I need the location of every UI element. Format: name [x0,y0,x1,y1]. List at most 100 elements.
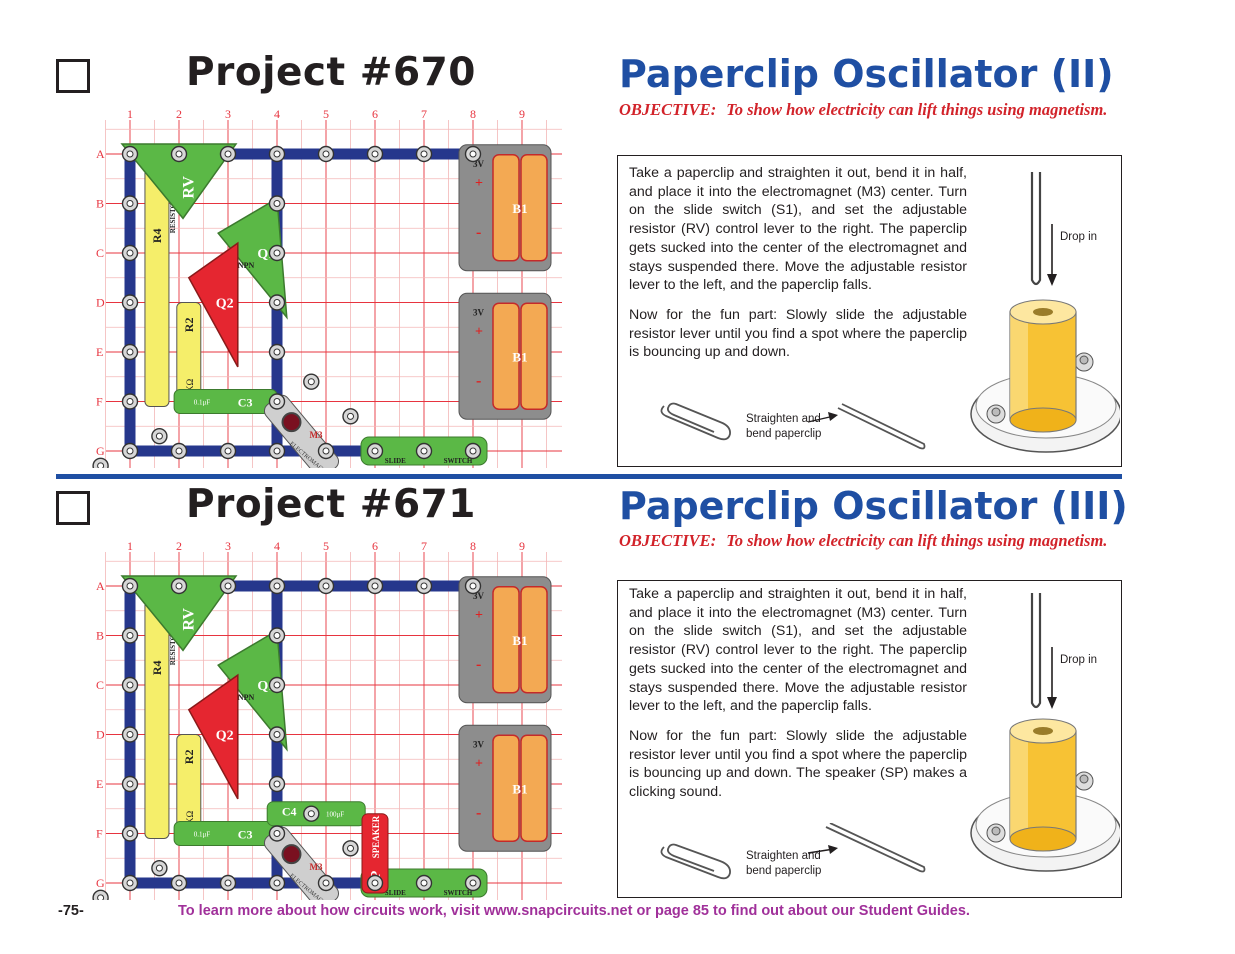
snap-post-inner [420,582,428,590]
snap-post [121,195,139,212]
column-label: 2 [176,107,182,121]
c3-value-label: 0.1μF [194,831,211,839]
snap-post [121,627,139,644]
snap-post [121,393,139,410]
electromagnet-illustration: Drop in [966,162,1122,464]
snap-post-inner [273,299,281,306]
snap-post [121,442,139,460]
column-label: 9 [519,539,525,553]
section-divider [56,474,1122,479]
snap-post [464,874,482,892]
snap-post [268,442,286,460]
electromagnet-icon [970,172,1122,453]
row-label: F [96,827,103,841]
objective-text: To show how electricity can lift things … [726,100,1108,119]
project-670-number: Project #670 [186,50,476,95]
footer-text: To learn more about how circuits work, v… [178,903,970,919]
snap-post-inner [175,879,183,887]
snap-post-inner [469,447,477,455]
battery-voltage-label: 3V [473,591,485,601]
snap-post-inner [273,632,281,639]
capacitor-c3 [173,389,278,414]
row-label: C [96,678,104,692]
snap-post-inner [273,249,281,257]
snap-post [121,577,139,595]
snap-post-inner [273,447,281,455]
project-671-checkbox[interactable] [56,491,90,525]
resistor-r2-label: R2 [182,750,196,765]
snap-post [268,825,286,842]
speaker-text: SPEAKER [371,815,381,858]
battery-plus-label: + [475,756,483,771]
snap-post-inner [126,348,134,356]
instruction-paragraph-2: Now for the fun part: Slowly slide the a… [629,306,967,361]
snap-post [268,874,286,892]
resistor-text: RESISTOR [169,629,177,665]
snap-post-inner [224,447,232,455]
snap-post [219,442,237,460]
snap-post-inner [420,447,428,455]
snap-post [219,874,237,892]
column-label: 9 [519,107,525,121]
snap-post [317,874,335,892]
row-label: D [96,728,105,742]
snap-post-inner [273,731,281,738]
resistor-r4 [144,600,170,839]
snap-post-inner [175,582,183,590]
battery-minus-label: - [476,804,481,821]
snap-post [415,442,433,460]
snap-post-inner [371,447,379,455]
project-670-checkbox[interactable] [56,59,90,93]
snap-post [268,393,286,410]
snap-post [170,577,188,595]
q2-label: Q2 [216,296,234,311]
q2-label: Q2 [216,728,234,743]
snap-post [303,805,320,822]
snap-post [151,427,168,445]
objective-label: OBJECTIVE: [619,531,717,550]
snap-post [121,874,139,892]
straighten-label-2: bend paperclip [746,865,822,877]
snap-post-inner [420,150,428,158]
column-label: 7 [421,107,427,121]
row-label: B [96,197,104,211]
snap-post [366,145,384,163]
snap-post-inner [273,879,281,887]
snap-post-inner [97,462,105,470]
snap-post [121,294,139,311]
snap-post-inner [420,879,428,887]
snap-post-inner [322,582,330,590]
snap-post [92,457,109,475]
snap-post-inner [469,582,477,590]
snap-post [342,840,359,857]
snap-post-inner [322,150,330,158]
battery-minus-label: - [476,656,481,673]
battery-label: B1 [512,201,527,216]
snap-post [268,294,286,311]
npn-label: NPN [238,693,255,702]
drop-in-label: Drop in [1060,654,1098,666]
snap-post [268,577,286,595]
snap-post-inner [371,582,379,590]
electromagnet-core [281,844,302,865]
column-label: 3 [225,539,231,553]
resistor-text: RESISTOR [169,197,177,233]
column-label: 2 [176,539,182,553]
snap-post [317,442,335,460]
snap-post-inner [322,879,330,887]
snap-post-inner [273,582,281,590]
resistor-value-label: 1KΩ [185,379,195,397]
npn-label: NPN [238,261,255,270]
c3-label: C3 [238,828,253,842]
snap-post [415,145,433,163]
electromagnet-illustration: Drop in [966,585,1122,881]
battery-cell [520,586,548,694]
snap-post [268,726,286,743]
snap-post-inner [155,432,163,440]
column-label: 6 [372,539,378,553]
snap-post-inner [126,632,134,639]
snap-post-inner [371,150,379,158]
paperclip-icon [1030,593,1042,709]
